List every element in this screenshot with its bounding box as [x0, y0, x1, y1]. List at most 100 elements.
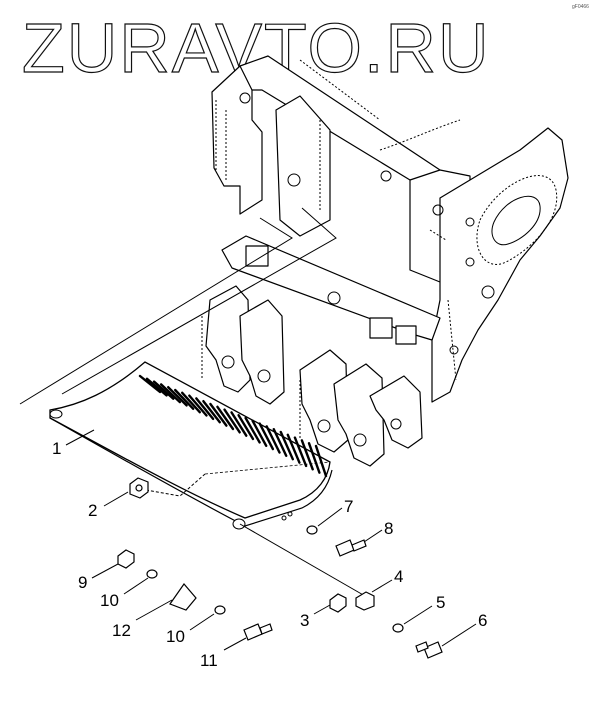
guard-plate-slot	[188, 394, 208, 417]
leader-10b	[189, 613, 215, 631]
bolt-6	[423, 641, 443, 659]
guard-plate	[49, 361, 333, 530]
guard-plate-slot	[279, 430, 294, 461]
washer-5	[392, 623, 404, 633]
bolt-6-shank	[415, 641, 429, 653]
reference-line-nut	[145, 473, 206, 497]
frame-hole	[380, 170, 392, 182]
guard-plate-lower-edge	[49, 417, 333, 527]
guard-plate-slot	[216, 405, 235, 431]
leader-4	[371, 579, 393, 593]
guard-plate-slot	[166, 386, 188, 407]
right-side-plate	[431, 127, 569, 403]
guard-plate-slot	[180, 391, 202, 414]
guard-plate-slot	[230, 411, 248, 437]
frame-hole	[257, 369, 271, 383]
bolt-11-shank	[259, 623, 273, 635]
guard-plate-slot	[145, 377, 168, 397]
guard-plate-slot	[223, 408, 241, 434]
guard-plate-tab	[49, 409, 63, 419]
guard-plate-slot	[258, 422, 275, 451]
mount-block-1	[245, 245, 269, 267]
frame-details	[201, 59, 558, 447]
corner-code: gF0466	[572, 4, 589, 10]
frame-hole	[481, 285, 495, 299]
mount-block-3	[395, 325, 417, 345]
guard-plate-slot	[300, 439, 314, 471]
leader-11	[223, 637, 247, 651]
leader-3	[313, 604, 331, 615]
frame-hole	[221, 355, 235, 369]
bolt-8	[335, 539, 355, 557]
callout-2: 2	[88, 501, 97, 520]
callout-leaders	[65, 429, 477, 651]
guard-plate-slot	[202, 400, 222, 424]
guard-plate-slot	[159, 383, 182, 404]
guard-plate-slot	[244, 416, 261, 444]
nut-2-hole	[135, 484, 143, 492]
guard-plate-body	[49, 361, 331, 519]
leader-5	[403, 605, 433, 625]
guard-plate-slots	[138, 374, 328, 478]
leader-7	[317, 507, 343, 527]
reference-line-inner	[61, 207, 337, 395]
bolt-11	[243, 623, 263, 641]
callout-4: 4	[394, 567, 403, 586]
washer-7	[306, 525, 318, 535]
frame-hole	[390, 418, 402, 430]
guard-plate-slot	[307, 442, 321, 474]
callout-labels: 1 2 3 4 5 6 7 8 9 10 10 11 12	[52, 439, 487, 670]
bracket-left-1	[205, 285, 251, 393]
callout-11: 11	[200, 651, 218, 670]
frame-hole	[287, 173, 301, 187]
guard-plate-slot	[173, 388, 195, 410]
callout-3: 3	[300, 611, 309, 630]
nut-9	[117, 549, 135, 569]
frame-hole	[465, 257, 475, 267]
guard-plate-slot	[293, 436, 308, 468]
nut-3	[329, 593, 347, 613]
bracket-right-3	[369, 375, 423, 449]
guard-plate-tab	[232, 518, 246, 530]
leader-1	[65, 429, 95, 446]
washer-10-lower	[214, 605, 226, 615]
leader-12	[135, 599, 173, 621]
callout-10-upper: 10	[100, 591, 119, 610]
guard-plate-hidden-edge	[204, 461, 331, 475]
middle-cross-bar	[221, 235, 441, 341]
assembly-reference-lines	[19, 207, 373, 601]
guard-plate-slot	[138, 374, 162, 394]
dotted-edge	[429, 229, 457, 381]
frame-hole	[449, 345, 459, 355]
guard-plate-slot	[209, 402, 228, 427]
frame-hole	[465, 217, 475, 227]
callout-6: 6	[478, 611, 487, 630]
guard-plate-slot	[237, 414, 255, 441]
leader-6	[441, 623, 477, 647]
guard-plate-slot	[195, 397, 215, 421]
frame-hole	[432, 204, 444, 216]
hardware	[117, 477, 443, 659]
frame-hole	[239, 92, 251, 104]
dotted-edge	[201, 316, 301, 440]
guard-plate-slot	[314, 444, 328, 478]
dotted-edge	[299, 59, 461, 151]
guard-plate-slot	[286, 433, 301, 464]
guard-plate-slot	[272, 428, 288, 457]
frame-hole	[327, 291, 341, 305]
callout-12: 12	[112, 621, 131, 640]
bracket-left-2	[239, 299, 285, 405]
frame-hole	[353, 433, 367, 447]
callout-5: 5	[436, 593, 445, 612]
bracket-right-1	[299, 349, 349, 453]
dotted-edge	[215, 100, 321, 210]
washer-10-upper	[146, 569, 158, 579]
callout-8: 8	[384, 519, 393, 538]
bracket-right-2	[333, 363, 385, 467]
callout-9: 9	[78, 573, 87, 592]
frame-hole	[317, 419, 331, 433]
reference-line-fastener	[239, 523, 373, 601]
guard-plate-hole	[281, 515, 287, 521]
callout-7: 7	[344, 497, 353, 516]
